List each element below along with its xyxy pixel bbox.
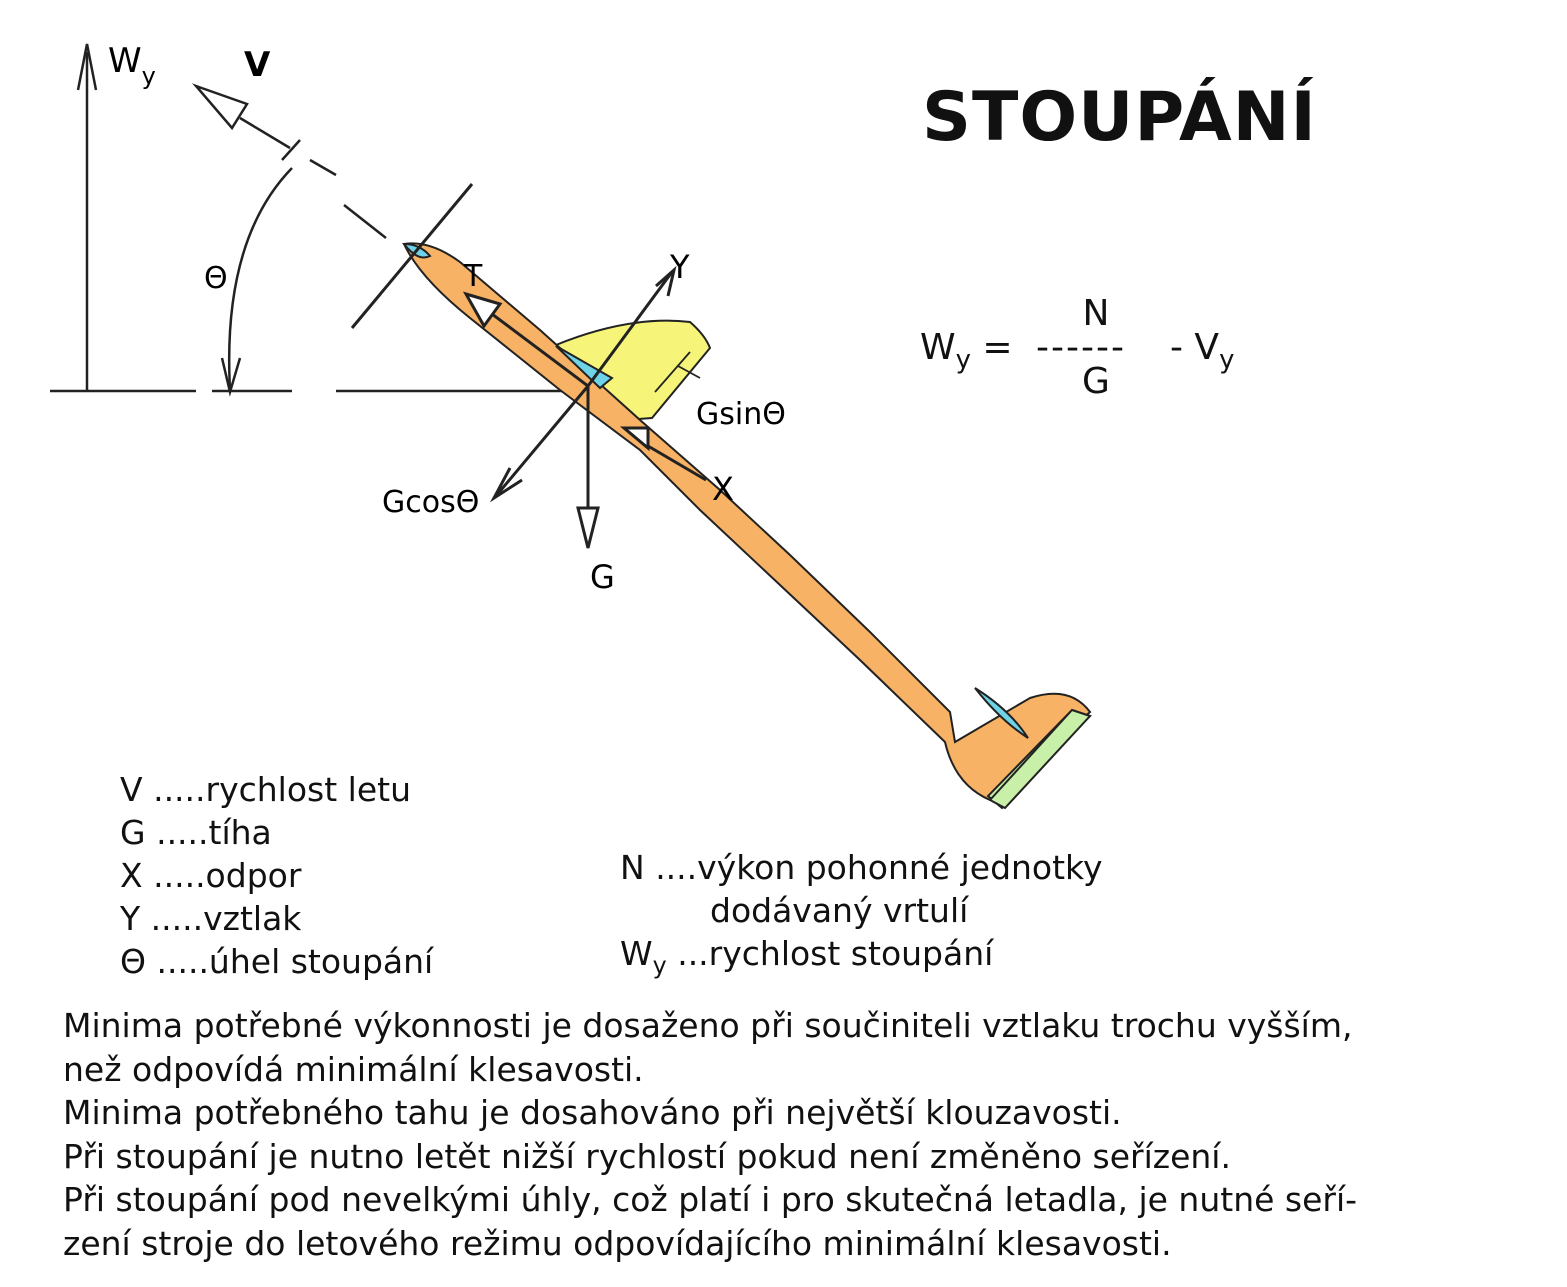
legend-left: V .....rychlost letu G .....tíha X .....… xyxy=(120,768,433,983)
force-vectors xyxy=(462,265,707,549)
tail-fin-shape xyxy=(974,687,1029,739)
theta-angle-arc xyxy=(227,167,293,391)
g-label: G xyxy=(590,558,615,596)
note-line: zení stroje do letového režimu odpovídaj… xyxy=(63,1223,1172,1263)
formula-denominator: G xyxy=(1082,361,1110,402)
formula-lhs: Wy = xyxy=(920,327,1013,376)
note-line: Při stoupání pod nevelkými úhly, což pla… xyxy=(63,1180,1358,1219)
formula-fraction-bar: ------ xyxy=(1036,327,1126,368)
wy-vertical-arrow xyxy=(76,43,98,391)
explanatory-notes: Minima potřebné výkonnosti je dosaženo p… xyxy=(63,1004,1533,1265)
gsin-label: GsinΘ xyxy=(696,397,786,432)
aileron-line xyxy=(654,351,701,393)
page-title: STOUPÁNÍ xyxy=(922,78,1317,157)
legend-item-g: G .....tíha xyxy=(120,813,272,852)
velocity-arrowhead xyxy=(192,83,249,131)
wing-shape xyxy=(554,319,712,422)
note-line: Minima potřebné výkonnosti je dosaženo p… xyxy=(63,1006,1353,1045)
velocity-direction-line xyxy=(239,116,387,239)
formula-rhs: - Vy xyxy=(1170,327,1235,376)
climb-rate-formula: Wy = N ------ G - Vy xyxy=(920,293,1280,415)
v-label: V xyxy=(244,45,271,85)
theta-label: Θ xyxy=(204,261,228,296)
note-line: Minima potřebného tahu je dosahováno při… xyxy=(63,1093,1122,1132)
note-line: Při stoupání je nutno letět nižší rychlo… xyxy=(63,1136,1231,1176)
propeller xyxy=(350,183,474,329)
note-line: než odpovídá minimální klesavosti. xyxy=(63,1049,644,1089)
legend-item-theta: Θ .....úhel stoupání xyxy=(120,942,434,981)
t-label: T xyxy=(463,259,483,294)
legend-item-v: V .....rychlost letu xyxy=(120,770,411,809)
gcos-label: GcosΘ xyxy=(382,485,479,520)
formula-numerator: N xyxy=(1082,293,1110,334)
legend-item-wy: Wy ...rychlost stoupání xyxy=(620,934,994,980)
legend-item-n: N ....výkon pohonné jednotky xyxy=(620,848,1103,887)
legend-item-y: Y .....vztlak xyxy=(120,899,302,938)
stabilizer-shape xyxy=(988,708,1092,810)
theta-arc-arrow xyxy=(220,357,242,397)
legend-item-x: X .....odpor xyxy=(120,856,302,895)
legend-right: N ....výkon pohonné jednotky dodávaný vr… xyxy=(620,846,1103,980)
legend-item-n-cont: dodávaný vrtulí xyxy=(710,891,969,930)
y-label: Y xyxy=(669,248,690,286)
canopy-shape xyxy=(555,345,614,390)
wy-axis-label: Wy xyxy=(108,41,156,90)
x-label: X xyxy=(712,470,734,508)
